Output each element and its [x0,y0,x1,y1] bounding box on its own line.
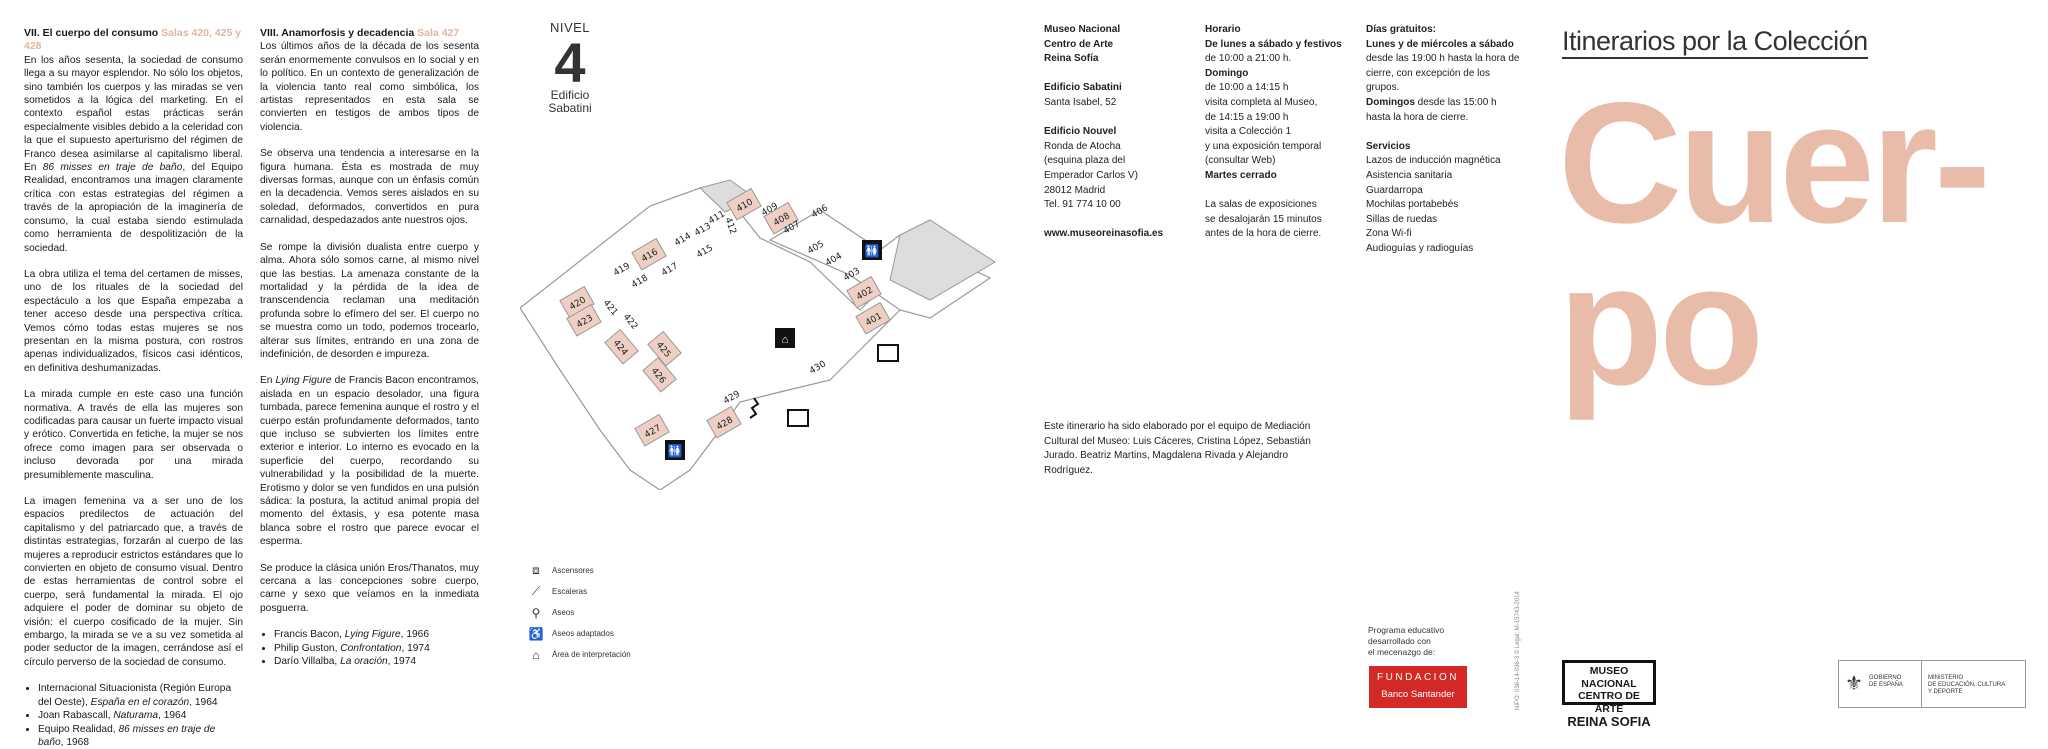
itinerary-title: Itinerarios por la Colección [1562,26,1868,59]
list-item: Equipo Realidad, 86 misses en traje de b… [38,723,243,749]
elevator-icon: ⧈ [528,564,544,578]
accessible-restroom-icon: ♿ [528,627,544,641]
cover-title: Cuer- [1558,88,1987,238]
gray-block [890,220,995,300]
list-item: Philip Guston, Confrontation, 1974 [274,642,479,655]
map-legend: ⧈Ascensores ⟋Escaleras ⚲Aseos ♿Aseos ada… [528,560,631,665]
svg-text:⌂: ⌂ [782,334,789,346]
list-item: Francis Bacon, Lying Figure, 1966 [274,628,479,641]
list-item: Internacional Situacionista (Región Euro… [38,682,243,709]
sala-label: Sala 427 [417,27,459,39]
svg-text:🚻: 🚻 [668,444,683,458]
stairs-icon [750,398,758,418]
restroom-icon: 🚻 [665,440,685,460]
level-number: 4 [520,37,620,89]
elevator-icon [878,345,898,361]
level-indicator: NIVEL 4 Edificio Sabatini [520,20,620,115]
cover-title: po [1558,250,1760,400]
paragraph: La imagen femenina va a ser uno de los e… [24,495,243,669]
section-heading: VIII. Anamorfosis y decadencia Sala 427 [260,27,479,40]
legend-item: ⧈Ascensores [528,560,631,581]
paragraph: En los años sesenta, la sociedad de cons… [24,54,243,255]
legend-item: ⟋Escaleras [528,581,631,602]
building-name: Sabatini [520,102,620,115]
paragraph: Se observa una tendencia a interesarse e… [260,147,479,227]
floor-plan-map: 4014024034044054064074084094104114124134… [520,170,1000,490]
section-body-anamorfosis: VIII. Anamorfosis y decadencia Sala 427 … [260,27,479,668]
credits: Este itinerario ha sido elaborado por el… [1044,420,1314,478]
elevator-icon [788,410,808,426]
fundacion-santander-logo: FUNDACION Banco Santander [1369,666,1467,708]
paragraph: Se rompe la división dualista entre cuer… [260,241,479,362]
section-body-consumo: VII. El cuerpo del consumo Salas 420, 42… [24,27,243,749]
interpretation-area-icon: ⌂ [775,328,795,348]
works-list: Francis Bacon, Lying Figure, 1966 Philip… [260,628,479,668]
section-heading: VII. El cuerpo del consumo Salas 420, 42… [24,27,243,54]
works-list: Internacional Situacionista (Región Euro… [24,682,243,749]
svg-text:🚻: 🚻 [865,244,880,258]
interpretation-area-icon: ⌂ [528,648,544,662]
coat-of-arms-icon: ⚜ [1839,661,1869,707]
restroom-icon: 🚻 [862,240,882,260]
paragraph: Los últimos años de la década de los ses… [260,40,479,134]
list-item: Joan Rabascall, Naturama, 1964 [38,709,243,722]
stairs-icon: ⟋ [528,585,544,599]
legend-item: ⌂Área de interpretación [528,644,631,665]
legend-item: ♿Aseos adaptados [528,623,631,644]
restroom-icon: ⚲ [528,606,544,620]
paragraph: Se produce la clásica unión Eros/Thanato… [260,562,479,616]
list-item: Darío Villalba, La oración, 1974 [274,655,479,668]
website-link[interactable]: www.museoreinasofia.es [1044,227,1184,242]
legal-deposit: NIPO: 036-14-036-3 © Legal: M-15743-2014 [1515,591,1521,710]
paragraph: La mirada cumple en este caso una funció… [24,388,243,482]
free-days-services: Días gratuitos:Lunes y de miércoles a sá… [1366,23,1521,257]
legend-item: ⚲Aseos [528,602,631,623]
paragraph: En Lying Figure de Francis Bacon encontr… [260,374,479,548]
paragraph: La obra utiliza el tema del certamen de … [24,268,243,375]
